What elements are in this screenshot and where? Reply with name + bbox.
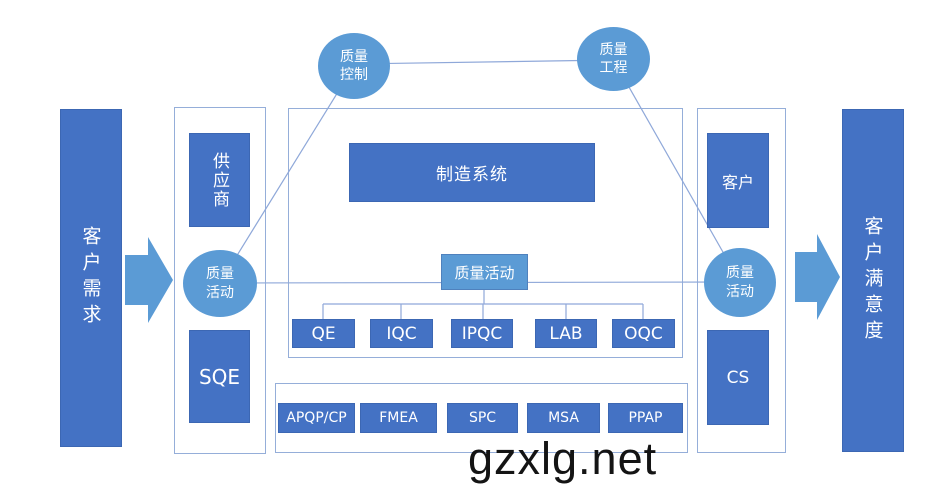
quality-activity-circle-right: 质量 活动 xyxy=(704,248,776,317)
tool-box-spc: SPC xyxy=(447,403,518,433)
qc-unit-label: QE xyxy=(311,323,336,344)
quality-activity-box-center: 质量活动 xyxy=(441,254,528,290)
supplier-box: 供应商 xyxy=(189,133,250,227)
supplier-label: 供应商 xyxy=(209,151,229,209)
customer-satisfaction-label: 客户满意度 xyxy=(861,215,884,346)
quality-activity-center-label: 质量活动 xyxy=(454,263,515,282)
customer-requirements-bar: 客户需求 xyxy=(60,109,122,447)
watermark-text: gzxlg.net xyxy=(468,433,658,484)
quality-activity-right-label: 质量 活动 xyxy=(726,265,754,300)
customer-requirements-label: 客户需求 xyxy=(79,226,102,330)
tool-label: FMEA xyxy=(379,410,418,426)
quality-engineering-label: 质量 工程 xyxy=(599,41,628,76)
qc-unit-box-lab: LAB xyxy=(535,319,597,348)
qc-unit-label: IPQC xyxy=(461,323,503,344)
tool-label: APQP/CP xyxy=(286,410,347,426)
quality-engineering-circle: 质量 工程 xyxy=(577,27,650,91)
tool-label: SPC xyxy=(468,410,497,426)
qc-unit-label: IQC xyxy=(386,323,417,344)
quality-activity-left-label: 质量 活动 xyxy=(206,266,234,301)
tools-group-frame xyxy=(275,383,688,453)
flow-arrow-right-icon xyxy=(795,234,840,320)
cs-label: CS xyxy=(726,367,750,388)
qc-unit-box-ipqc: IPQC xyxy=(451,319,513,348)
tool-label: MSA xyxy=(548,410,579,426)
manufacturing-system-box: 制造系统 xyxy=(349,143,595,202)
tool-box-apqp: APQP/CP xyxy=(278,403,355,433)
qc-unit-box-iqc: IQC xyxy=(370,319,433,348)
quality-activity-circle-left: 质量 活动 xyxy=(183,250,257,317)
customer-satisfaction-bar: 客户满意度 xyxy=(842,109,904,452)
customer-label: 客户 xyxy=(721,172,754,192)
quality-control-circle: 质量 控制 xyxy=(318,33,390,99)
cs-box: CS xyxy=(707,330,769,425)
manufacturing-system-label: 制造系统 xyxy=(436,165,508,185)
quality-control-label: 质量 控制 xyxy=(340,48,368,83)
qc-unit-label: OQC xyxy=(624,323,663,344)
sqe-label: SQE xyxy=(198,364,241,389)
customer-box: 客户 xyxy=(707,133,769,228)
tool-box-fmea: FMEA xyxy=(360,403,437,433)
qc-unit-label: LAB xyxy=(549,323,583,344)
sqe-box: SQE xyxy=(189,330,250,423)
flow-arrow-left-icon xyxy=(125,237,173,323)
qc-unit-box-oqc: OQC xyxy=(612,319,675,348)
tool-box-msa: MSA xyxy=(527,403,600,433)
tool-box-ppap: PPAP xyxy=(608,403,683,433)
qc-unit-box-qe: QE xyxy=(292,319,355,348)
tool-label: PPAP xyxy=(628,410,663,426)
